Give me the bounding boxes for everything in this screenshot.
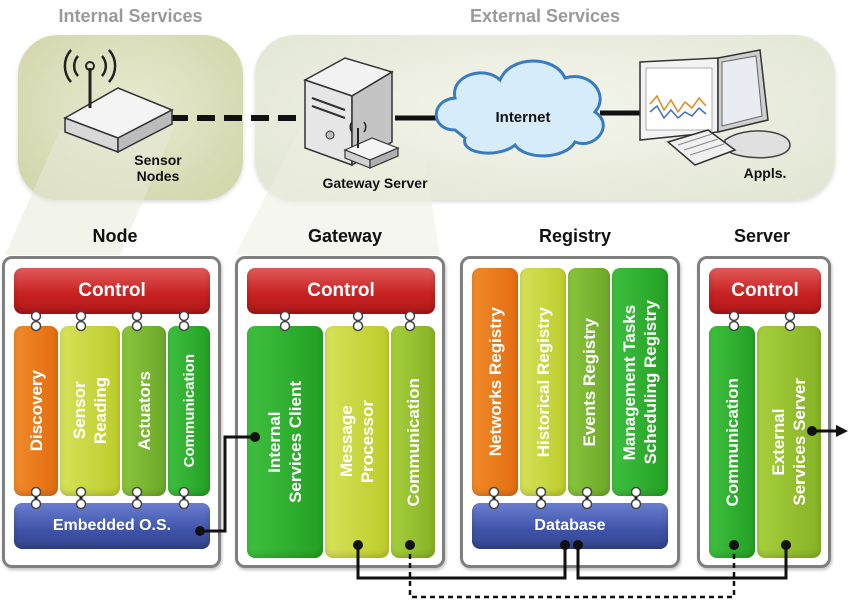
sensor-nodes-label: Sensor Nodes (134, 152, 182, 184)
registry-networks-module: Networks Registry (472, 268, 518, 496)
appls-computer-icon (639, 49, 791, 166)
internal-services-title: Internal Services (58, 6, 203, 26)
gateway-panel: Control Internal Services Client Message… (235, 256, 445, 568)
server-control-bar: Control (709, 268, 821, 314)
registry-historical-module: Historical Registry (520, 268, 566, 496)
node-embedded-os-bar: Embedded O.S. (14, 503, 210, 549)
gateway-communication-module: Communication (391, 326, 435, 558)
node-control-bar: Control (14, 268, 210, 314)
server-heading: Server (733, 226, 791, 246)
registry-events-module: Events Registry (568, 268, 610, 496)
node-panel: Control Discovery Sensor Reading Actuato… (2, 256, 221, 568)
node-discovery-module: Discovery (14, 326, 58, 496)
external-services-title: External Services (469, 6, 621, 26)
internet-label: Internet (495, 109, 551, 126)
appls-label: Appls. (743, 165, 787, 181)
gateway-control-bar: Control (247, 268, 435, 314)
registry-management-tasks-module: Management Tasks Scheduling Registry (612, 268, 668, 496)
server-communication-module: Communication (709, 326, 755, 558)
node-actuators-module: Actuators (122, 326, 166, 496)
gateway-projection (235, 130, 440, 255)
node-communication-module: Communication (168, 326, 210, 496)
server-external-services-server-module: External Services Server (757, 326, 821, 558)
server-panel: Control Communication External Services … (697, 256, 831, 568)
gateway-server-label: Gateway Server (322, 175, 428, 191)
gateway-server-icon (303, 57, 400, 169)
node-projection (5, 125, 175, 255)
gateway-internal-services-client-module: Internal Services Client (247, 326, 323, 558)
gateway-message-processor-module: Message Processor (325, 326, 389, 558)
registry-database-bar: Database (472, 503, 668, 549)
gateway-heading: Gateway (307, 226, 383, 246)
sensor-node-icon (63, 49, 174, 154)
node-heading: Node (92, 226, 138, 246)
registry-heading: Registry (538, 226, 612, 246)
registry-panel: Networks Registry Historical Registry Ev… (460, 256, 680, 568)
internet-cloud-icon (434, 59, 605, 158)
node-sensor-reading-module: Sensor Reading (60, 326, 120, 496)
